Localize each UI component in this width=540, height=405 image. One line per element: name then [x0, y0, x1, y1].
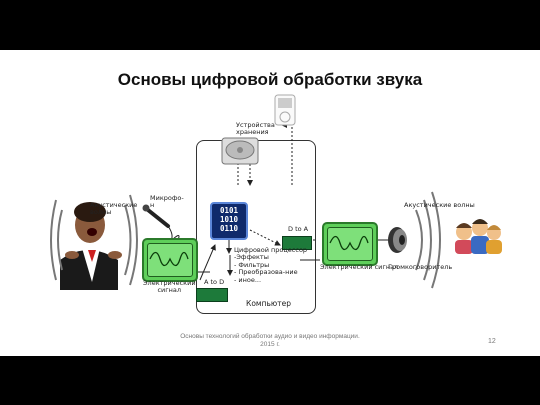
acoustic-right-label: Акустические волны — [404, 201, 475, 209]
cpu-digits-3: 0110 — [219, 224, 239, 233]
acoustic-left-label: Акустические волны — [90, 201, 138, 217]
dsp-label: Цифровой процессор -Эффекты - Фильтры - … — [234, 246, 308, 284]
acoustic-waves-left-icon — [50, 194, 138, 286]
oscilloscope-left — [142, 238, 198, 282]
electric-left-label: Электрический сигнал — [143, 279, 196, 295]
oscilloscope-right — [322, 222, 378, 266]
slide: Основы цифровой обработки звука — [0, 50, 540, 356]
listeners-icon — [455, 219, 502, 254]
dac-card — [282, 236, 312, 250]
speaker-label: Громкоговоритель — [388, 263, 453, 271]
mp3-player-icon — [274, 94, 296, 126]
cpu-chip: 0101 1010 0110 — [210, 202, 248, 240]
electric-right-label: Электрический сигнал — [320, 263, 399, 271]
microphone-icon — [142, 204, 173, 243]
a-to-d-label: A to D — [204, 278, 225, 286]
acoustic-waves-right-icon — [415, 191, 441, 289]
hard-disk-icon — [221, 137, 259, 165]
computer-label: Компьютер — [246, 299, 291, 308]
diagram-graphics — [50, 94, 502, 290]
d-to-a-label: D to A — [288, 225, 309, 233]
singer-icon — [60, 202, 122, 290]
storage-label: Устройства хранения — [236, 121, 275, 137]
speaker-icon — [388, 227, 407, 253]
adc-card — [196, 288, 228, 302]
cpu-digits-2: 1010 — [219, 215, 239, 224]
mic-label: Микрофо- н — [150, 194, 184, 210]
page-number: 12 — [488, 338, 496, 345]
cpu-digits-1: 0101 — [219, 206, 239, 215]
slide-footer: Основы технологий обработки аудио и виде… — [180, 333, 360, 349]
slide-title: Основы цифровой обработки звука — [117, 70, 423, 89]
